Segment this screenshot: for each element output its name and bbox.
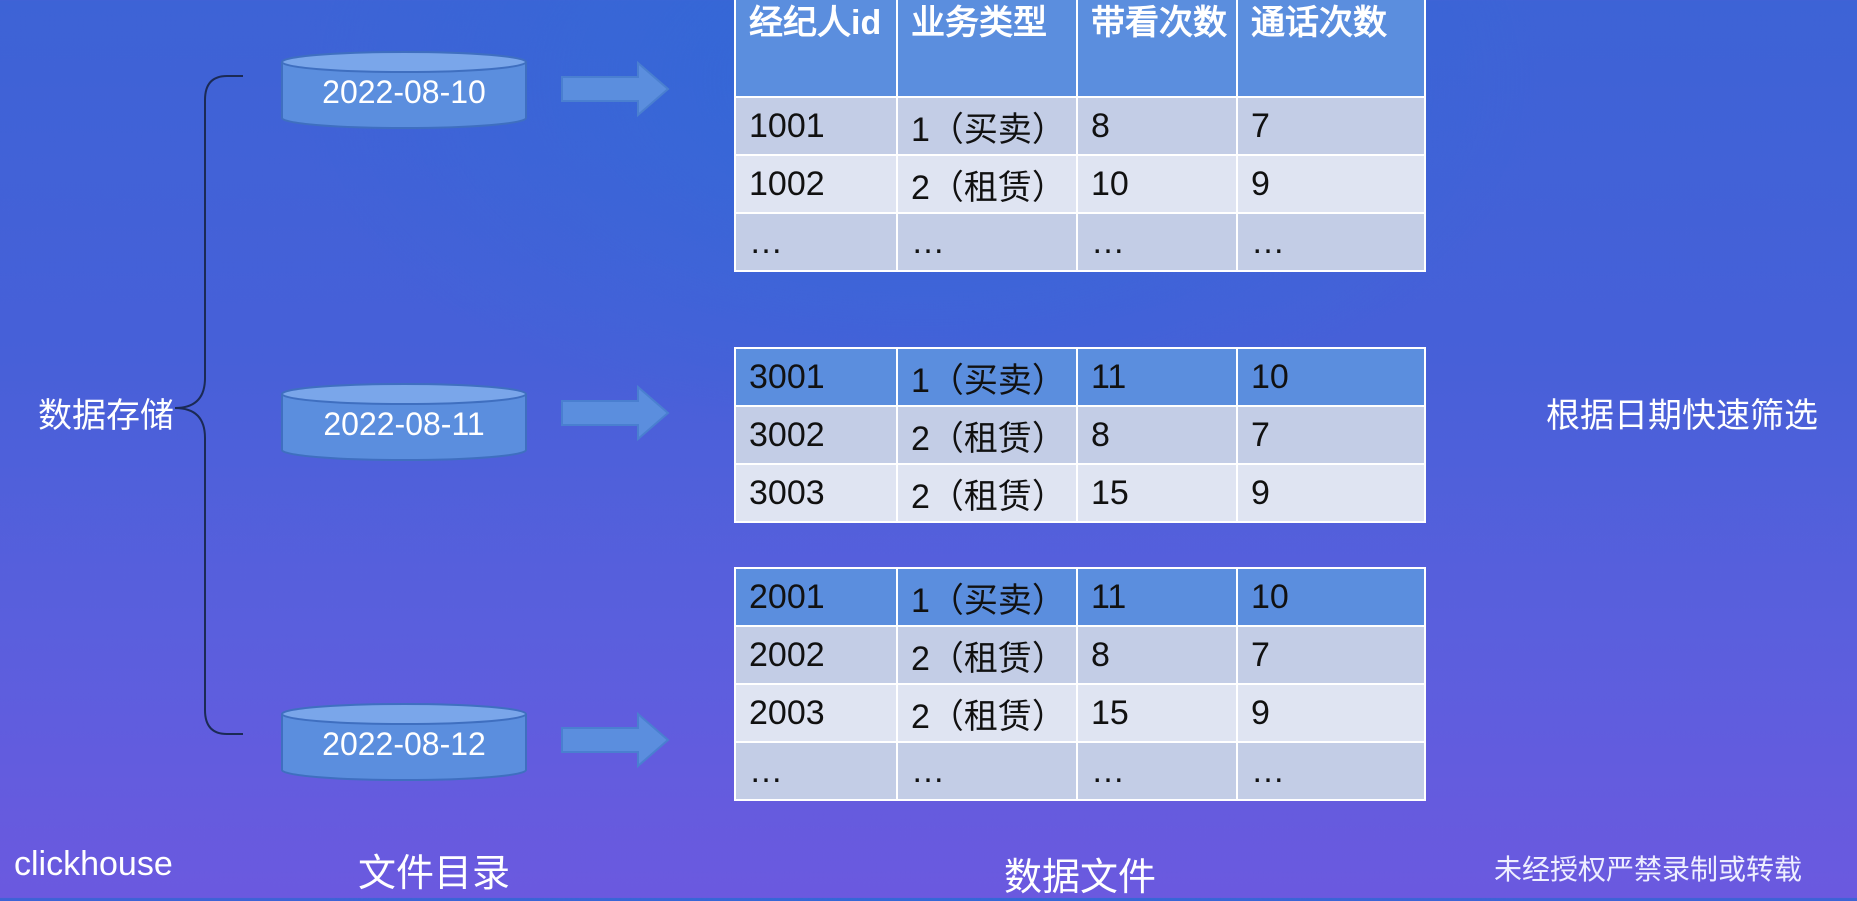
header-viewing-count: 带看次数 — [1076, 0, 1238, 98]
cell: 2（租赁） — [896, 683, 1078, 743]
watermark-text: 未经授权严禁录制或转载 — [1494, 854, 1803, 885]
cell: 8 — [1076, 96, 1238, 156]
table-row: 2003 2（租赁） 15 9 — [734, 683, 1426, 743]
cell: 2001 — [734, 567, 898, 627]
partition-cylinder-2: 2022-08-11 — [280, 382, 528, 462]
cell: 2（租赁） — [896, 405, 1078, 465]
cell: 1（买卖） — [896, 347, 1078, 407]
arrow-icon-2 — [561, 385, 670, 441]
cell: 2003 — [734, 683, 898, 743]
cell: 8 — [1076, 405, 1238, 465]
cell: 7 — [1236, 405, 1426, 465]
table-row: 1002 2（租赁） 10 9 — [734, 154, 1426, 214]
cell: 3002 — [734, 405, 898, 465]
data-file-table-1: 经纪人id 业务类型 带看次数 通话次数 1001 1（买卖） 8 7 1002… — [734, 0, 1426, 272]
directory-caption: 文件目录 — [358, 853, 511, 895]
cell: … — [1076, 212, 1238, 272]
filter-by-date-label: 根据日期快速筛选 — [1546, 397, 1818, 435]
partition-cylinder-1: 2022-08-10 — [280, 50, 528, 130]
header-business-type: 业务类型 — [896, 0, 1078, 98]
data-file-table-2: 3001 1（买卖） 11 10 3002 2（租赁） 8 7 3003 2（租… — [734, 347, 1426, 523]
table-row: 2001 1（买卖） 11 10 — [734, 567, 1426, 627]
brace-connector — [174, 75, 243, 735]
cell: … — [896, 212, 1078, 272]
header-call-count: 通话次数 — [1236, 0, 1426, 98]
table-row: … … … … — [734, 212, 1426, 272]
cell: 3001 — [734, 347, 898, 407]
arrow-icon-1 — [561, 61, 670, 117]
cell: 1001 — [734, 96, 898, 156]
cell: 2（租赁） — [896, 463, 1078, 523]
cell: 2002 — [734, 625, 898, 685]
cell: 7 — [1236, 96, 1426, 156]
cell: 8 — [1076, 625, 1238, 685]
cell: 15 — [1076, 463, 1238, 523]
table-row: 2002 2（租赁） 8 7 — [734, 625, 1426, 685]
cell: 7 — [1236, 625, 1426, 685]
cell: 2（租赁） — [896, 625, 1078, 685]
table-row: 3002 2（租赁） 8 7 — [734, 405, 1426, 465]
cell: 10 — [1076, 154, 1238, 214]
storage-label: 数据存储 — [38, 397, 174, 435]
table-row: 1001 1（买卖） 8 7 — [734, 96, 1426, 156]
cell: 1（买卖） — [896, 567, 1078, 627]
cell: … — [1076, 741, 1238, 801]
arrow-icon-3 — [561, 712, 670, 768]
cell: 2（租赁） — [896, 154, 1078, 214]
cell: … — [896, 741, 1078, 801]
partition-date-3: 2022-08-12 — [322, 726, 486, 762]
cell: 9 — [1236, 683, 1426, 743]
cell: 10 — [1236, 567, 1426, 627]
cell: … — [1236, 212, 1426, 272]
cell: 9 — [1236, 154, 1426, 214]
cell: 10 — [1236, 347, 1426, 407]
cell: 1（买卖） — [896, 96, 1078, 156]
cell: 3003 — [734, 463, 898, 523]
data-file-caption: 数据文件 — [1004, 857, 1157, 899]
cell: 9 — [1236, 463, 1426, 523]
table-row: … … … … — [734, 741, 1426, 801]
cell: 15 — [1076, 683, 1238, 743]
partition-cylinder-3: 2022-08-12 — [280, 702, 528, 782]
header-agent-id: 经纪人id — [734, 0, 898, 98]
partition-date-2: 2022-08-11 — [323, 406, 485, 442]
cell: … — [1236, 741, 1426, 801]
data-file-table-3: 2001 1（买卖） 11 10 2002 2（租赁） 8 7 2003 2（租… — [734, 567, 1426, 801]
cell: 11 — [1076, 347, 1238, 407]
clickhouse-label: clickhouse — [14, 845, 173, 883]
cell: … — [734, 212, 898, 272]
partition-date-1: 2022-08-10 — [322, 74, 486, 110]
table-row: 3003 2（租赁） 15 9 — [734, 463, 1426, 523]
cell: … — [734, 741, 898, 801]
cell: 1002 — [734, 154, 898, 214]
table-row: 3001 1（买卖） 11 10 — [734, 347, 1426, 407]
cell: 11 — [1076, 567, 1238, 627]
